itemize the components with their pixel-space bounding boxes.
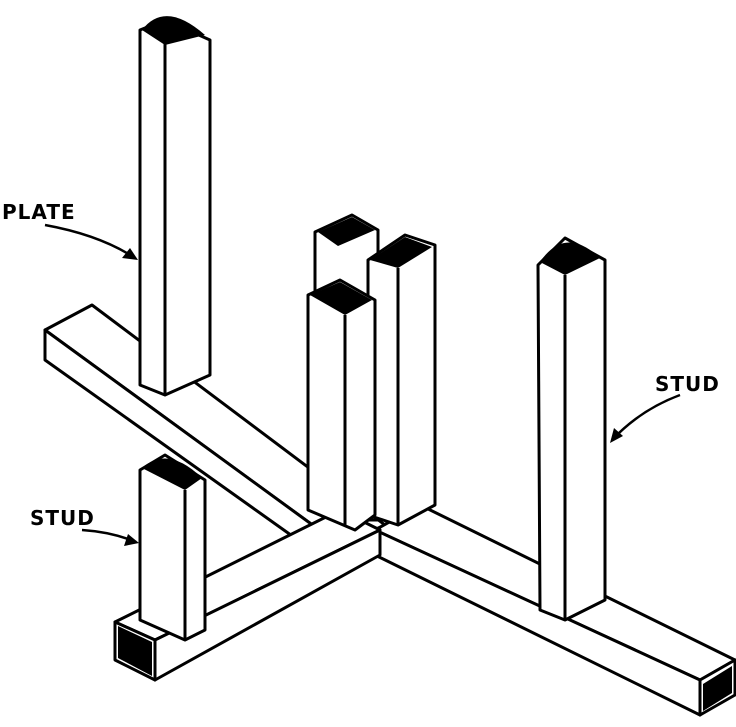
back-plate (43, 303, 387, 572)
center-studs (306, 213, 437, 532)
stud-label-left: STUD (30, 506, 95, 530)
stud-right (536, 236, 607, 622)
stud-label-right: STUD (655, 372, 720, 396)
leader-arrows (44, 223, 681, 546)
stud-left (138, 453, 207, 642)
plate-stud-left (138, 16, 212, 397)
plate-label: PLATE (2, 200, 76, 224)
